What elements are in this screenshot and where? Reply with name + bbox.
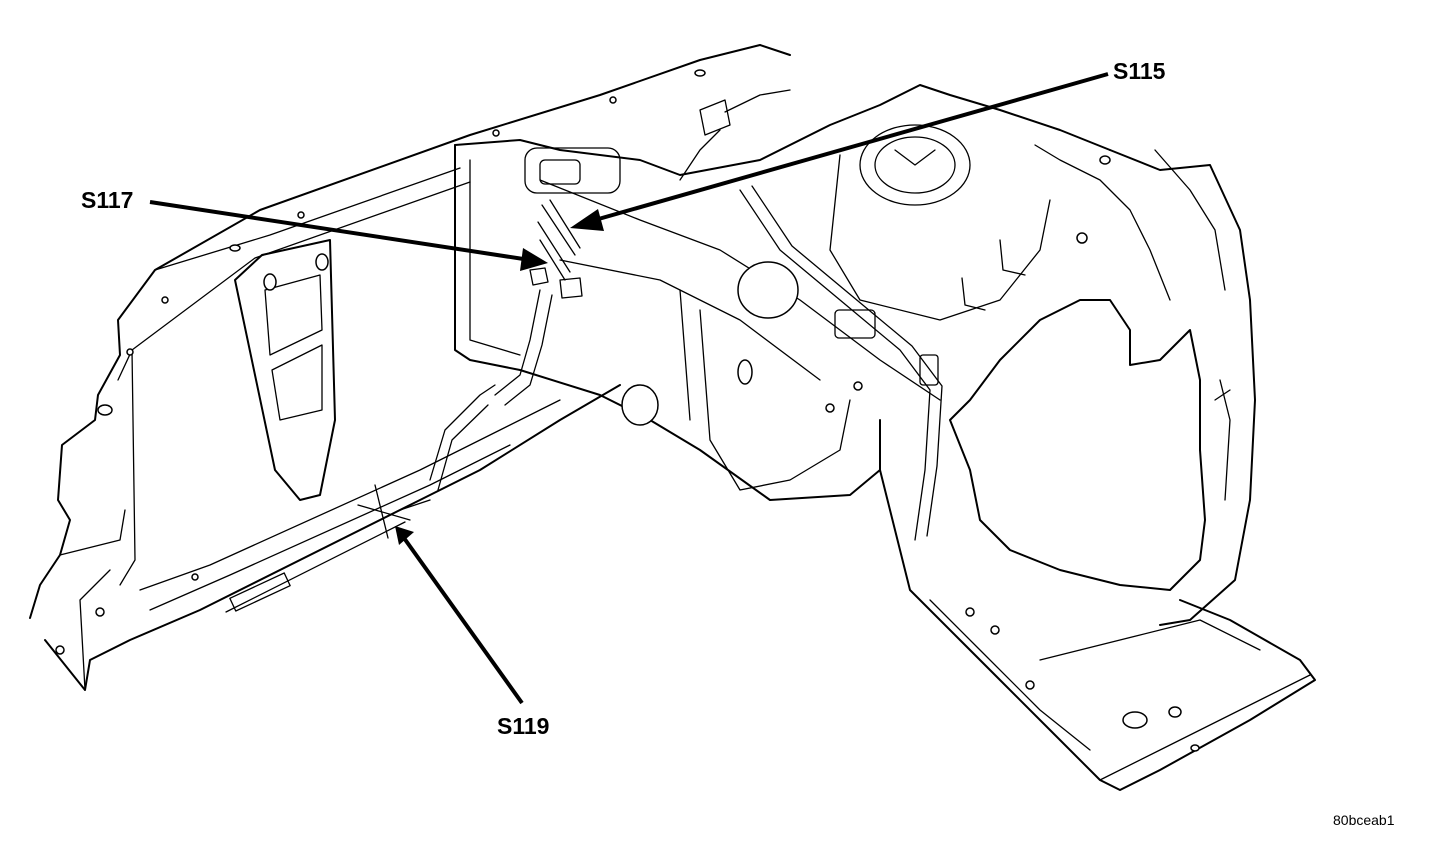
callout-s119: S119 [497,713,550,739]
harness-branch-left [429,289,553,491]
radiator-support-frame [29,44,791,691]
splice-mark-s119 [357,484,411,539]
figure-id: 80bceab1 [1333,812,1395,828]
splice-s117-leader [149,200,548,271]
callout-s115: S115 [1113,58,1166,84]
callout-s117: S117 [81,187,134,213]
wheel-well [879,144,1316,791]
inner-fender-panel [454,84,1111,541]
splice-mark-s117 [529,199,583,299]
splice-s115-leader [570,72,1109,231]
splice-s119-leader [395,526,524,705]
